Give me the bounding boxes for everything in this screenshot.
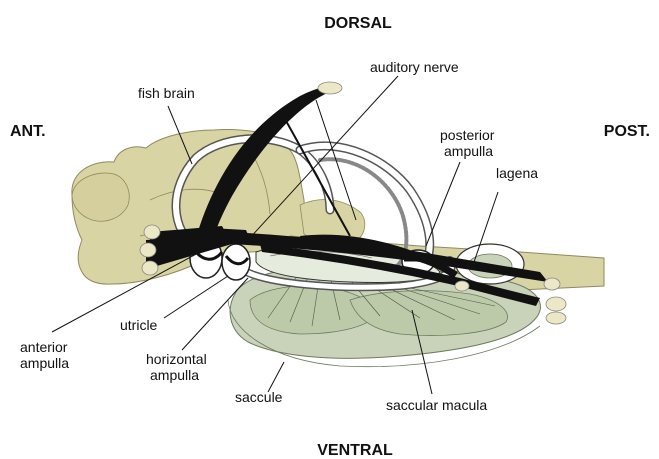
anterior-label: ANT. bbox=[10, 123, 46, 140]
saccule-label: saccule bbox=[235, 389, 283, 405]
saccular-macula-label: saccular macula bbox=[386, 397, 487, 413]
ventral-label: VENTRAL bbox=[317, 442, 393, 459]
posterior-ampulla-label-line1: posterior bbox=[440, 127, 495, 143]
anterior-ampulla-label-line1: anterior bbox=[20, 339, 68, 355]
anterior-ampulla-label-line2: ampulla bbox=[20, 355, 69, 371]
fish-brain-label: fish brain bbox=[138, 85, 195, 101]
lagena-label: lagena bbox=[496, 165, 538, 181]
utricle-label: utricle bbox=[120, 317, 158, 333]
auditory-nerve-label: auditory nerve bbox=[370, 59, 459, 75]
dorsal-label: DORSAL bbox=[324, 15, 392, 32]
horizontal-ampulla-label-line1: horizontal bbox=[146, 351, 207, 367]
horizontal-ampulla-label-line2: ampulla bbox=[150, 367, 199, 383]
posterior-label: POST. bbox=[604, 123, 650, 140]
horizontal-ampulla-shape bbox=[222, 244, 250, 280]
posterior-ampulla-label-line2: ampulla bbox=[444, 143, 493, 159]
